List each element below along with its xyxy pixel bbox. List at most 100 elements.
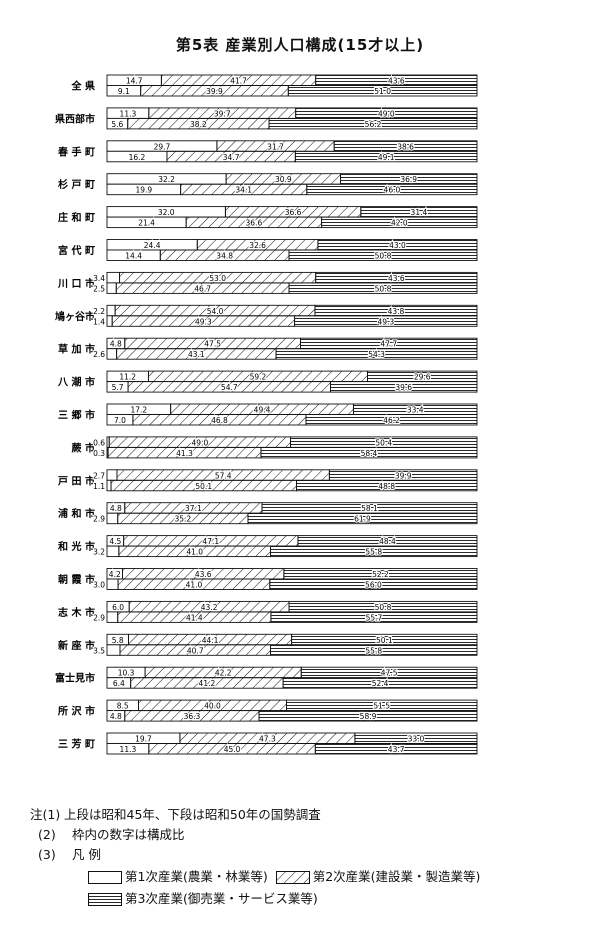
bar-segment-primary-lower [106, 512, 119, 525]
category-label: 杉 戸 町 [58, 178, 95, 191]
value-label-primary-upper: 6.0 [112, 603, 124, 612]
value-label-tertiary-upper: 47.7 [380, 340, 397, 349]
legend-swatch-lines [88, 893, 122, 906]
value-label-primary-upper: 19.7 [135, 735, 152, 744]
bar-segment-tertiary-lower [287, 85, 478, 97]
value-label-secondary-lower: 39.9 [206, 87, 223, 96]
category-label: 浦 和 市 [58, 507, 95, 520]
value-label-tertiary-upper: 50.8 [375, 603, 392, 612]
value-label-secondary-upper: 36.6 [285, 208, 302, 217]
legend-row-1: 第1次産業(農業・林業等) 第2次産業(建設業・製造業等) [88, 866, 480, 885]
value-label-tertiary-lower: 48.8 [378, 482, 395, 491]
value-label-primary-lower: 1.1 [93, 482, 105, 491]
value-label-primary-lower: 21.4 [138, 219, 155, 228]
value-label-secondary-upper: 30.9 [275, 175, 292, 184]
category-label: 戸 田 市 [58, 474, 95, 487]
bar-segment-tertiary-lower [295, 479, 478, 492]
value-label-secondary-upper: 59.2 [250, 373, 267, 382]
value-label-secondary-lower: 43.1 [188, 350, 205, 359]
value-label-tertiary-upper: 52.2 [372, 570, 389, 579]
value-label-tertiary-lower: 46.2 [383, 416, 400, 425]
value-label-tertiary-lower: 58.4 [361, 449, 378, 458]
legend-swatch-hatch [275, 871, 310, 884]
value-label-primary-lower: 2.5 [93, 284, 105, 293]
value-label-primary-upper: 2.2 [93, 307, 105, 316]
value-label-secondary-upper: 42.2 [215, 669, 232, 678]
bar-segment-tertiary-lower [288, 282, 478, 294]
value-label-secondary-upper: 37.1 [185, 504, 202, 513]
value-label-tertiary-lower: 58.9 [360, 712, 377, 721]
value-label-secondary-lower: 40.7 [187, 646, 204, 655]
value-label-tertiary-upper: 43.8 [388, 307, 405, 316]
value-label-tertiary-upper: 29.6 [414, 373, 431, 382]
value-label-secondary-upper: 57.4 [215, 471, 232, 480]
value-label-tertiary-lower: 46.0 [384, 186, 401, 195]
value-label-secondary-lower: 49.3 [195, 317, 212, 326]
category-label: 八 潮 市 [57, 376, 95, 389]
value-label-primary-lower: 4.8 [110, 712, 122, 721]
value-label-secondary-lower: 36.6 [246, 219, 263, 228]
category-label: 所 沢 市 [58, 705, 95, 718]
value-label-secondary-upper: 53.0 [209, 274, 226, 283]
value-label-primary-lower: 7.0 [114, 416, 126, 425]
value-label-primary-upper: 4.2 [109, 570, 121, 579]
category-label: 鳩ヶ谷市 [55, 310, 95, 323]
value-label-primary-upper: 5.8 [112, 636, 124, 645]
value-label-secondary-upper: 43.2 [201, 603, 218, 612]
value-label-secondary-upper: 39.7 [214, 109, 231, 118]
value-label-secondary-lower: 34.8 [216, 252, 233, 261]
value-label-primary-lower: 3.2 [93, 548, 105, 557]
value-label-tertiary-lower: 49.1 [378, 153, 395, 162]
bar-segment-tertiary-lower [260, 446, 478, 459]
value-label-secondary-upper: 41.7 [230, 77, 247, 86]
value-label-primary-lower: 19.9 [135, 186, 152, 195]
value-label-tertiary-upper: 38.6 [397, 142, 414, 151]
value-label-secondary-lower: 41.0 [186, 581, 203, 590]
value-label-secondary-lower: 34.7 [223, 153, 240, 162]
value-label-tertiary-lower: 54.3 [368, 350, 385, 359]
value-label-primary-lower: 5.6 [111, 120, 123, 129]
bar-segment-tertiary-lower [270, 611, 478, 623]
bar-segment-tertiary-lower [306, 183, 478, 196]
value-label-tertiary-upper: 43.6 [388, 274, 405, 283]
value-label-tertiary-upper: 31.4 [411, 208, 428, 217]
value-label-tertiary-upper: 43.6 [388, 77, 405, 86]
value-label-tertiary-lower: 56.2 [365, 120, 382, 129]
category-label: 志 木 市 [58, 606, 95, 619]
value-label-primary-lower: 14.4 [125, 252, 142, 261]
value-label-primary-upper: 29.7 [154, 142, 171, 151]
category-label: 三 芳 町 [58, 738, 95, 751]
value-label-secondary-lower: 38.2 [190, 120, 207, 129]
value-label-primary-lower: 2.9 [93, 613, 105, 622]
note-3: (3)凡 例 [38, 847, 101, 862]
value-label-primary-upper: 17.2 [130, 406, 147, 415]
category-label: 川 口 市 [57, 277, 95, 290]
value-label-primary-lower: 3.5 [93, 646, 105, 655]
bar-segment-tertiary-lower [247, 512, 478, 525]
value-label-primary-lower: 3.0 [93, 581, 105, 590]
category-label: 和 光 市 [57, 540, 95, 553]
value-label-secondary-lower: 41.3 [176, 449, 193, 458]
bar-segment-primary-lower [106, 644, 121, 656]
note-2: (2)枠内の数字は構成比 [38, 827, 185, 842]
value-label-secondary-lower: 34.1 [235, 186, 252, 195]
value-label-tertiary-lower: 55.8 [365, 646, 382, 655]
value-label-primary-upper: 10.3 [118, 669, 135, 678]
value-label-secondary-lower: 45.0 [224, 745, 241, 754]
bar-segment-primary-lower [106, 348, 118, 360]
value-label-tertiary-lower: 51.0 [374, 87, 391, 96]
value-label-primary-upper: 11.2 [119, 373, 136, 382]
value-label-secondary-upper: 54.0 [207, 307, 224, 316]
value-label-secondary-upper: 47.5 [204, 340, 221, 349]
value-label-tertiary-upper: 49.0 [378, 109, 395, 118]
value-label-primary-lower: 0.3 [93, 449, 105, 458]
bar-segment-tertiary-lower [282, 677, 478, 689]
value-label-primary-upper: 2.7 [93, 471, 105, 480]
value-label-tertiary-lower: 55.8 [365, 548, 382, 557]
value-label-secondary-upper: 49.0 [192, 438, 209, 447]
value-label-tertiary-upper: 58.1 [361, 504, 378, 513]
value-label-tertiary-upper: 39.9 [395, 471, 412, 480]
bar-segment-tertiary-lower [294, 150, 478, 163]
bar-segment-tertiary-lower [269, 578, 478, 590]
